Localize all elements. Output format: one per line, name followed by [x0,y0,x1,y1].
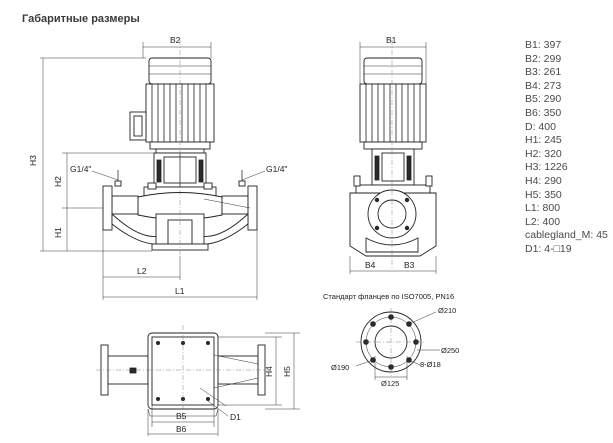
side-dimensions: B1 B4 B3 [349,35,437,274]
spec-l2: L2: 400 [525,215,561,228]
flange-d190: Ø190 [331,363,349,372]
spec-h4: H4: 290 [525,174,562,187]
spec-d1: D1: 4-□19 [525,242,572,255]
spec-cablegland: cablegland_M: 45 [525,229,608,242]
spec-h1: H1: 245 [525,134,562,147]
spec-b4: B4: 273 [525,79,562,92]
dim-b3: B3 [404,260,415,270]
spec-h5: H5: 350 [525,188,562,201]
flange-d125: Ø125 [381,379,399,388]
dim-h2: H2 [53,176,63,187]
dim-h1: H1 [53,227,63,238]
front-dimensions: B2 H3 H2 H1 L2 L1 G1/4" G1/4" [28,35,287,300]
flange-holes: 8-Ø18 [420,360,441,369]
gauge-label-right: G1/4" [266,164,287,174]
dim-l1: L1 [175,286,185,296]
spec-l1: L1: 800 [525,202,561,215]
flange-detail: Стандарт фланцев по ISO7005, PN16 Ø210 Ø… [323,292,459,388]
dim-d1: D1 [230,412,241,422]
top-dimensions: B5 B6 D1 H4 H5 [147,332,300,436]
spec-h2: H2: 320 [525,147,562,160]
flange-d250: Ø250 [441,346,459,355]
dim-l2: L2 [137,266,147,276]
spec-b1: B1: 397 [525,39,562,51]
dim-b1: B1 [386,35,397,45]
gauge-label-left: G1/4" [70,164,91,174]
flange-standard: Стандарт фланцев по ISO7005, PN16 [323,292,454,301]
dim-h3: H3 [28,155,38,166]
spec-b6: B6: 350 [525,106,562,119]
top-view [96,325,270,420]
spec-b2: B2: 299 [525,52,562,65]
spec-b5: B5: 290 [525,93,562,106]
dim-h5: H5 [282,366,292,377]
side-view [349,40,437,268]
page-title: Габаритные размеры [22,13,140,25]
motor-fins [151,84,207,142]
spec-b3: B3: 261 [525,66,562,79]
spec-list: B1: 397 B2: 299 B3: 261 B4: 273 B5: 290 … [525,39,608,257]
front-view [102,40,258,256]
spec-h3: H3: 1226 [525,161,568,174]
dim-b5: B5 [176,411,187,421]
dim-h4: H4 [264,366,274,377]
dim-b6: B6 [176,424,187,434]
dim-b4: B4 [365,260,376,270]
dim-b2: B2 [170,35,181,45]
spec-d: D: 400 [525,120,556,133]
side-motor-fins [365,84,421,142]
flange-d210: Ø210 [438,306,456,315]
